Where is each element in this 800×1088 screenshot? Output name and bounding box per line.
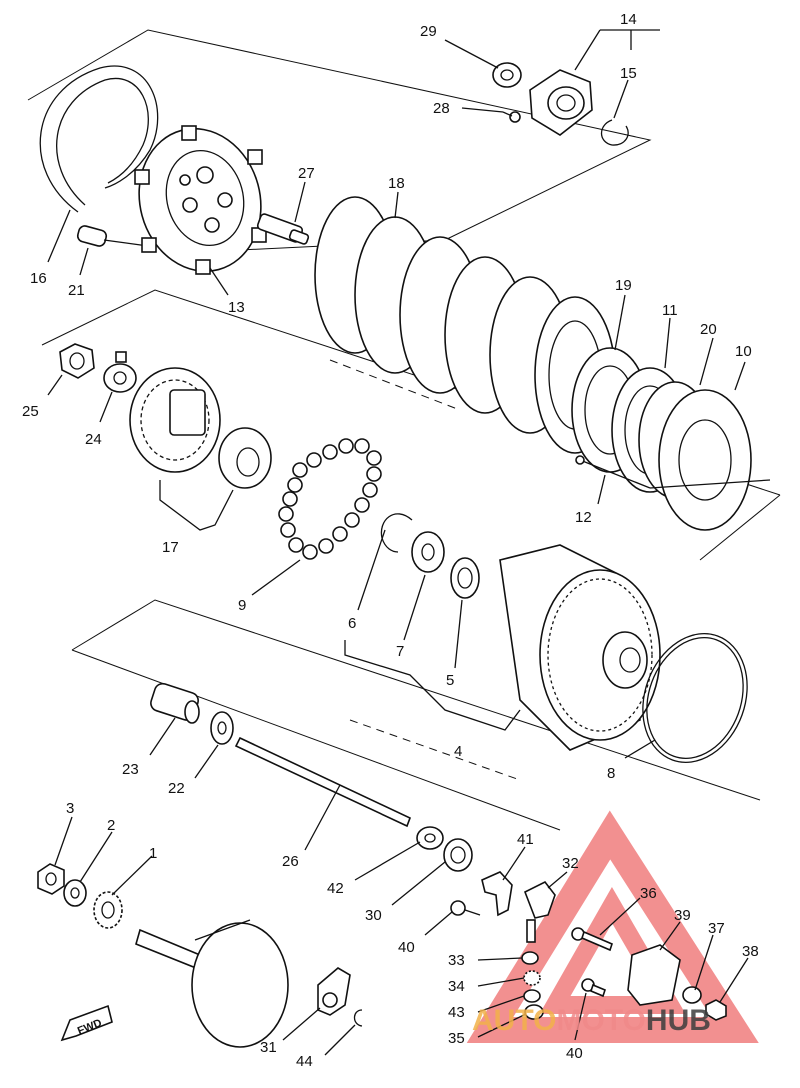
part-35-nut — [524, 1004, 544, 1020]
callout-29: 29 — [420, 23, 437, 40]
part-38-nut — [705, 999, 727, 1021]
part-26-push-rod-long — [234, 736, 412, 828]
part-7-thrust-washer — [411, 531, 445, 573]
callout-35: 35 — [448, 1030, 465, 1047]
fwd-direction-tag: FWD — [60, 1004, 113, 1042]
part-2-washer — [63, 879, 87, 907]
callout-36: 36 — [640, 885, 657, 902]
callout-30: 30 — [365, 907, 382, 924]
callout-24: 24 — [85, 431, 102, 448]
part-42-washer — [416, 826, 444, 850]
callout-19: 19 — [615, 277, 632, 294]
callout-28: 28 — [433, 100, 450, 117]
callout-10: 10 — [735, 343, 752, 360]
part-36-bolt — [571, 927, 613, 952]
part-21-stud — [76, 225, 149, 247]
part-16-circlip — [39, 65, 159, 213]
callout-22: 22 — [168, 780, 185, 797]
part-28-screw — [502, 111, 521, 123]
callout-38: 38 — [742, 943, 759, 960]
callout-37: 37 — [708, 920, 725, 937]
callout-13: 13 — [228, 299, 245, 316]
callout-labels: 29 14 15 28 16 21 13 27 18 19 11 20 10 1… — [22, 11, 759, 1070]
callout-7: 7 — [396, 643, 404, 660]
part-29-bearing — [492, 62, 522, 88]
callout-40-upper: 40 — [398, 939, 415, 956]
callout-39: 39 — [674, 907, 691, 924]
part-43-washer — [523, 989, 541, 1003]
part-27-push-rod — [256, 213, 310, 245]
callout-16: 16 — [30, 270, 47, 287]
callout-14: 14 — [620, 11, 637, 28]
callout-8: 8 — [607, 765, 615, 782]
part-34-spring — [523, 970, 541, 986]
part-15-circlip — [600, 119, 629, 146]
part-13-pressure-plate — [134, 125, 267, 275]
part-32-lever — [523, 880, 556, 943]
callout-9: 9 — [238, 597, 246, 614]
callout-1: 1 — [149, 845, 157, 862]
callout-41: 41 — [517, 831, 534, 848]
part-31-lever — [317, 967, 351, 1016]
part-44-clip — [353, 1009, 363, 1027]
svg-text:AUTOMOTOHUB: AUTOMOTOHUB — [472, 1004, 711, 1037]
part-9-balls — [278, 438, 382, 560]
callout-23: 23 — [122, 761, 139, 778]
part-14-bearing-housing — [529, 69, 593, 136]
part-22-washer — [210, 711, 234, 745]
watermark-text: AUTOMOTOHUB — [472, 1004, 711, 1037]
part-18-friction-plates — [314, 196, 616, 454]
callout-40-lower: 40 — [566, 1045, 583, 1062]
callout-4: 4 — [454, 743, 462, 760]
callout-12: 12 — [575, 509, 592, 526]
callout-18: 18 — [388, 175, 405, 192]
part-5-washer — [450, 557, 480, 599]
part-10-plate — [658, 389, 752, 531]
part-25-nut — [59, 343, 95, 379]
callout-33: 33 — [448, 952, 465, 969]
part-shaft-disc — [135, 919, 289, 1048]
callout-27: 27 — [298, 165, 315, 182]
callout-26: 26 — [282, 853, 299, 870]
callout-11: 11 — [662, 302, 678, 319]
callout-42: 42 — [327, 880, 344, 897]
callout-31: 31 — [260, 1039, 277, 1056]
part-39-bracket — [627, 944, 681, 1006]
part-17-drive-gear-hub — [129, 367, 272, 489]
callout-43: 43 — [448, 1004, 465, 1021]
watermark-hub: HUB — [646, 1004, 711, 1037]
callout-17: 17 — [162, 539, 179, 556]
watermark-auto: AUTO — [472, 1004, 556, 1037]
part-1-gear — [93, 891, 123, 929]
callout-25: 25 — [22, 403, 39, 420]
callout-44: 44 — [296, 1053, 313, 1070]
callout-5: 5 — [446, 672, 454, 689]
part-4-clutch-housing — [499, 544, 661, 751]
part-40-bolt-lower — [581, 978, 606, 998]
part-23-collar — [150, 682, 200, 724]
part-8-o-ring — [642, 633, 748, 763]
leader-lines — [47, 29, 749, 1056]
part-3-nut — [37, 863, 65, 895]
watermark-moto: MOTO — [556, 1004, 645, 1037]
part-12-bolt — [575, 455, 771, 489]
part-41-bracket — [481, 871, 513, 917]
callout-6: 6 — [348, 615, 356, 632]
part-6-circlip — [380, 513, 413, 553]
part-24-lock-washer — [103, 351, 137, 393]
part-40-bolt-upper — [450, 900, 481, 916]
callout-15: 15 — [620, 65, 637, 82]
callout-21: 21 — [68, 282, 85, 299]
group-frames — [27, 29, 781, 831]
callout-2: 2 — [107, 817, 115, 834]
callout-32: 32 — [562, 855, 579, 872]
callout-20: 20 — [700, 321, 717, 338]
part-30-oil-seal — [443, 838, 473, 872]
callout-3: 3 — [66, 800, 74, 817]
part-37-washer — [682, 986, 702, 1004]
part-33-washer — [521, 951, 539, 965]
callout-34: 34 — [448, 978, 465, 995]
